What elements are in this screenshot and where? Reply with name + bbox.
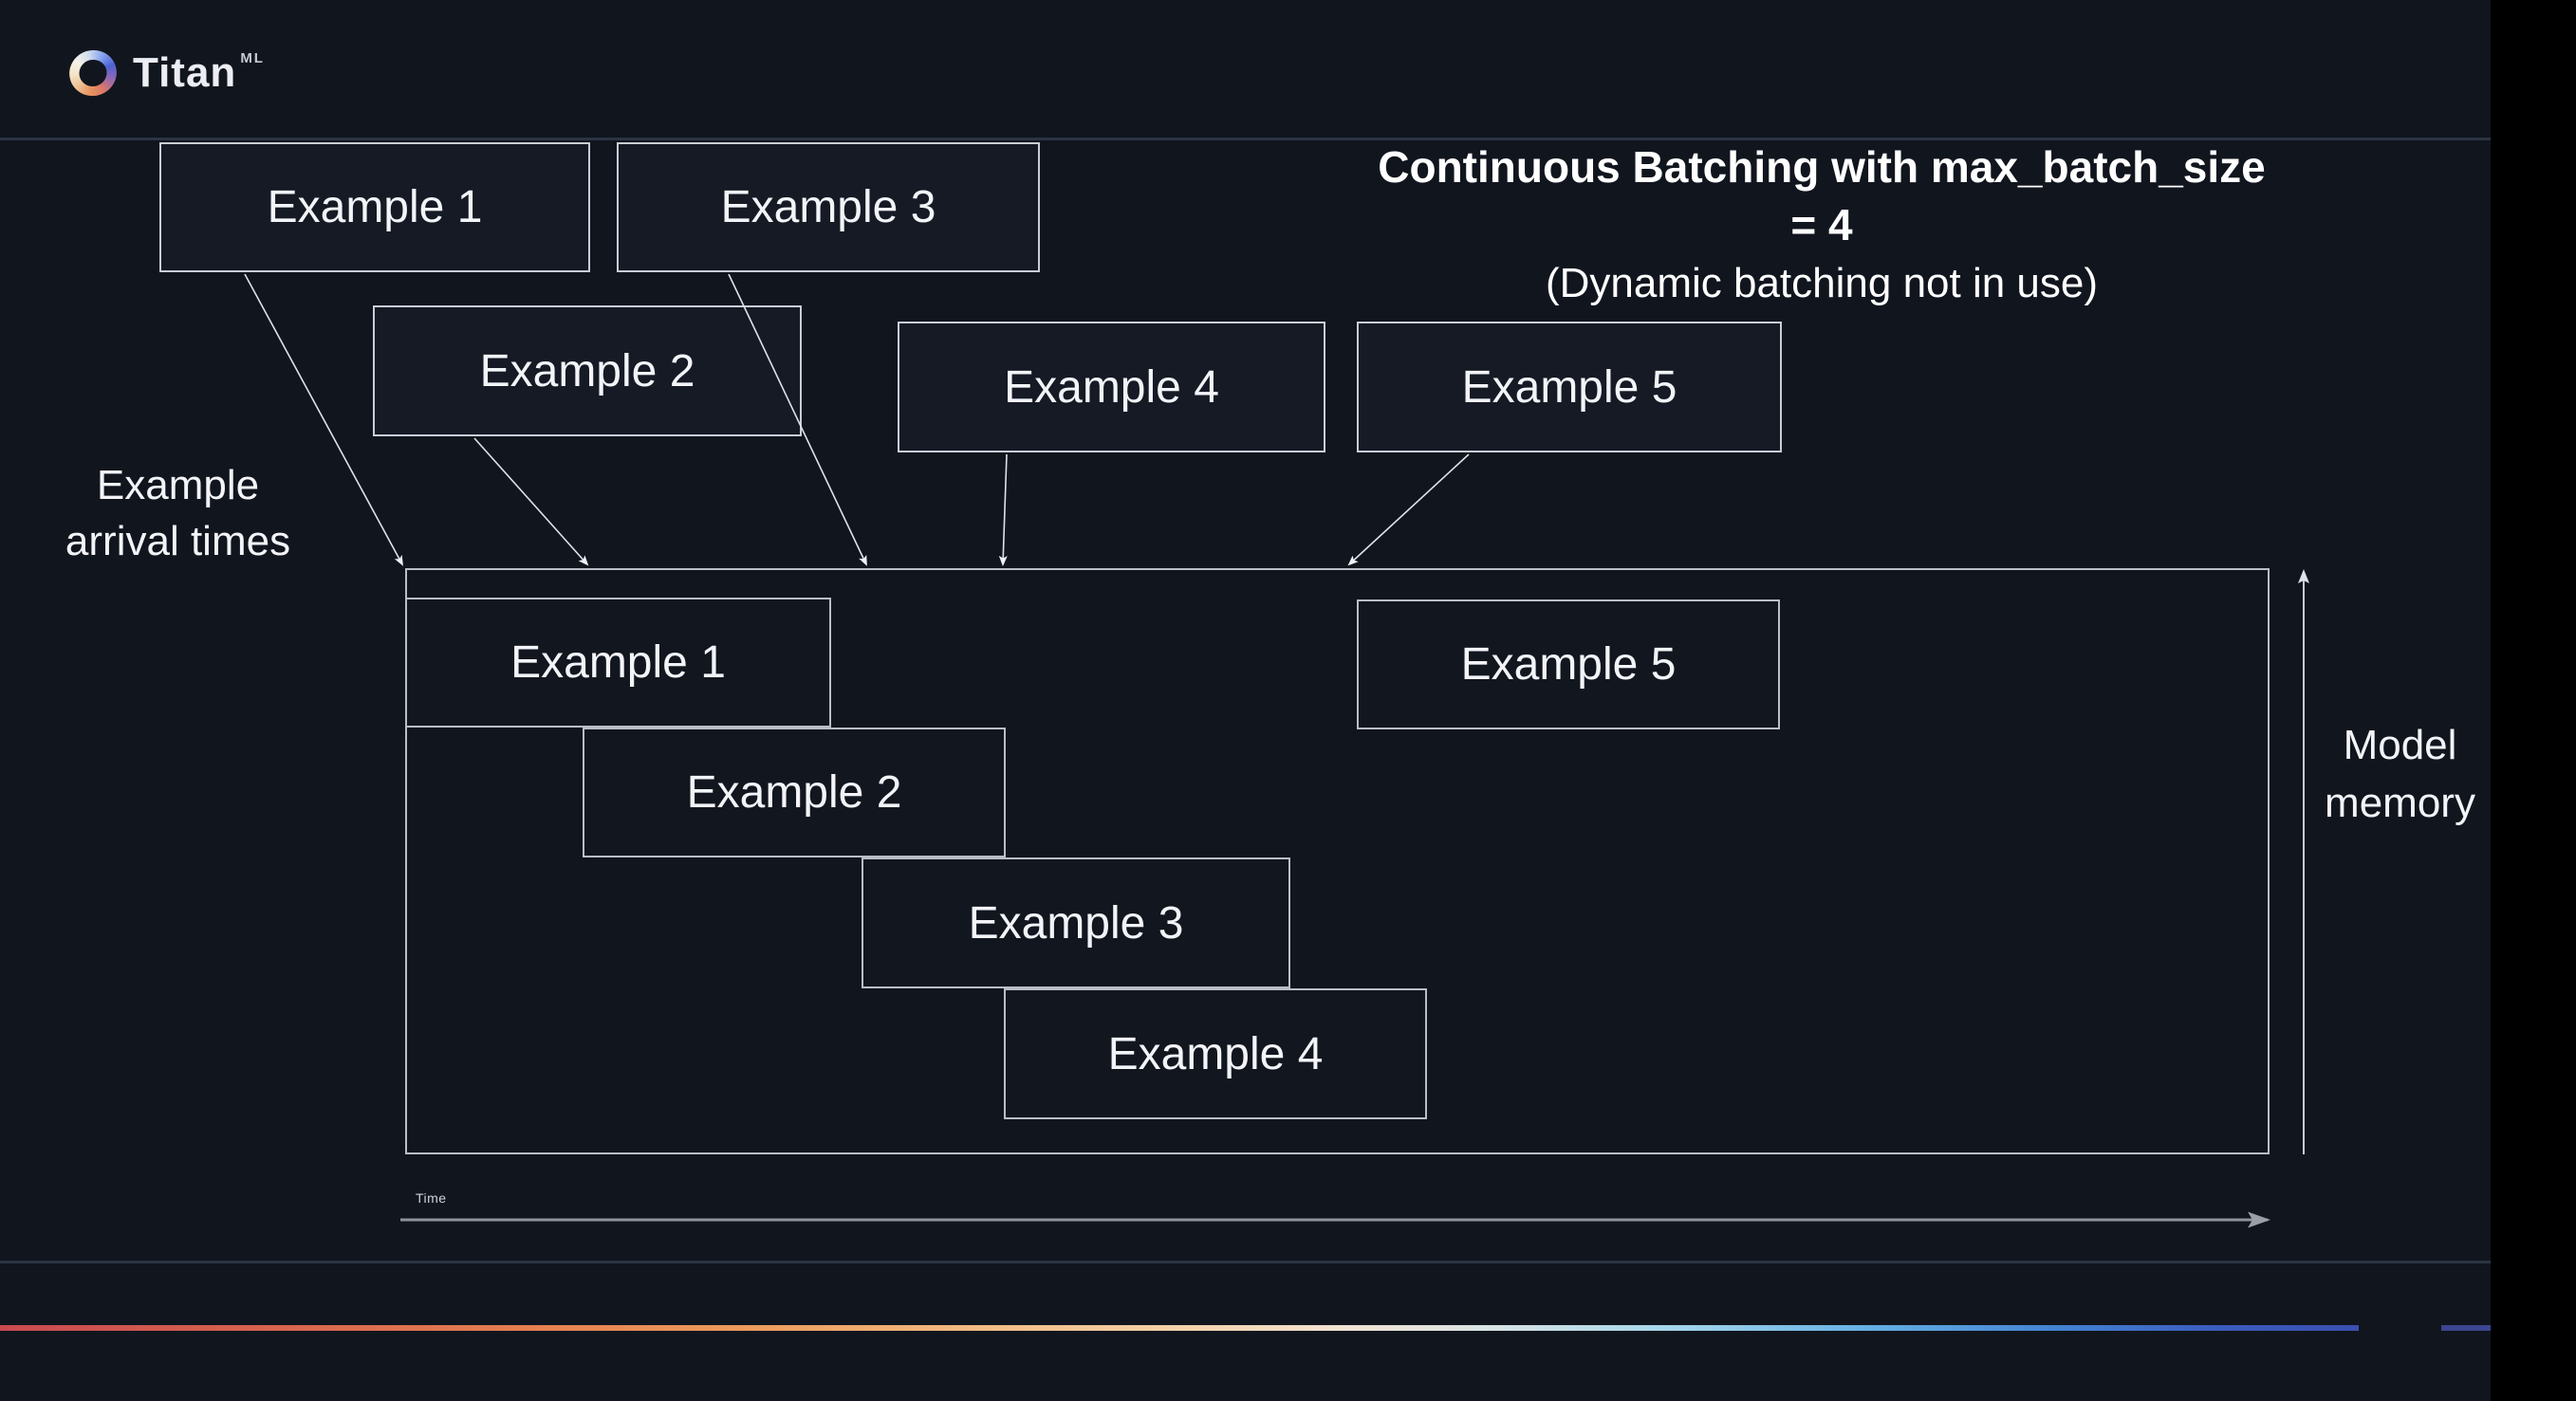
right-black-strip bbox=[2491, 0, 2576, 1401]
model-memory-label-line-1: Model bbox=[2343, 722, 2457, 768]
brand-suffix: ML bbox=[240, 49, 265, 66]
bottom-divider bbox=[0, 1261, 2491, 1263]
titan-logo-icon bbox=[63, 44, 123, 102]
batch-box-example-3: Example 3 bbox=[862, 857, 1290, 988]
slide-title: Continuous Batching with max_batch_size … bbox=[1252, 138, 2391, 313]
batch-box-example-5: Example 5 bbox=[1357, 599, 1780, 729]
header-bar: Titan ML bbox=[0, 0, 2491, 138]
model-memory-label: Model memory bbox=[2307, 716, 2493, 832]
arrival-arrow-5 bbox=[1347, 453, 1470, 566]
accent-gradient-bar bbox=[0, 1325, 2359, 1331]
arrival-arrow-4 bbox=[998, 453, 1008, 566]
accent-gradient-tail bbox=[2441, 1325, 2491, 1331]
arrival-times-label-line-1: Example bbox=[96, 462, 260, 508]
arrival-box-example-1: Example 1 bbox=[159, 142, 590, 272]
arrival-box-example-3: Example 3 bbox=[617, 142, 1040, 272]
title-line-1: Continuous Batching with max_batch_size bbox=[1378, 142, 2266, 192]
batch-box-example-2: Example 2 bbox=[583, 728, 1006, 857]
title-subtitle: (Dynamic batching not in use) bbox=[1545, 260, 2099, 306]
model-memory-container bbox=[405, 568, 2270, 1154]
brand: Titan ML bbox=[63, 44, 265, 102]
time-axis-label: Time bbox=[416, 1190, 447, 1206]
arrival-box-example-5: Example 5 bbox=[1357, 322, 1782, 452]
model-memory-label-line-2: memory bbox=[2325, 780, 2475, 826]
arrival-box-example-2: Example 2 bbox=[373, 305, 802, 436]
arrival-times-label-line-2: arrival times bbox=[65, 518, 291, 564]
batch-box-example-4: Example 4 bbox=[1004, 988, 1427, 1119]
arrival-times-label: Example arrival times bbox=[38, 457, 318, 569]
slide-canvas: Titan ML Continuous Batching with max_ba… bbox=[0, 0, 2491, 1401]
batch-box-example-1: Example 1 bbox=[405, 598, 831, 728]
arrival-box-example-4: Example 4 bbox=[898, 322, 1325, 452]
brand-name: Titan bbox=[133, 49, 237, 96]
arrival-arrow-2 bbox=[473, 437, 589, 566]
title-line-2: = 4 bbox=[1790, 200, 1853, 249]
header-divider bbox=[0, 138, 2491, 140]
